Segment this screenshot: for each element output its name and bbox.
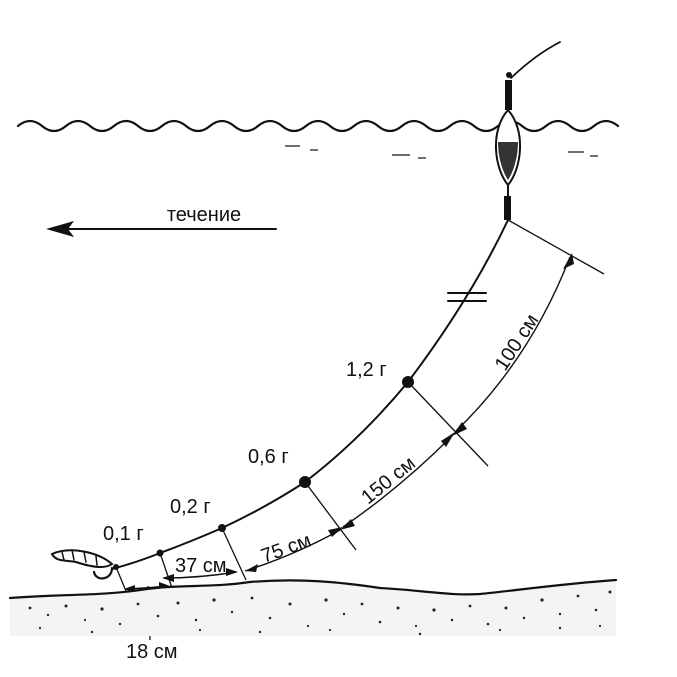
float-icon bbox=[495, 72, 521, 220]
sinker-3-label: 0,2 г bbox=[170, 496, 211, 518]
extension-line-1 bbox=[407, 381, 489, 467]
current-label: течение bbox=[167, 204, 241, 226]
current-arrow bbox=[46, 221, 277, 237]
spacing-75-label: 75 см bbox=[258, 529, 314, 567]
extension-line-4 bbox=[159, 552, 173, 589]
arrowhead-100-bottom bbox=[452, 422, 467, 436]
arrowhead-37-right bbox=[226, 568, 238, 576]
extension-line-2 bbox=[304, 481, 357, 551]
arrowhead-150-bottom bbox=[340, 519, 355, 530]
sinker-1-label: 1,2 г bbox=[346, 359, 387, 381]
water-surface bbox=[16, 119, 620, 159]
rod-line bbox=[510, 41, 561, 79]
spacing-37-label: 37 см bbox=[175, 555, 227, 577]
sinker-4-label: 0,1 г bbox=[103, 523, 144, 545]
extension-line-top bbox=[507, 219, 605, 275]
sinker-2-label: 0,6 г bbox=[248, 446, 289, 468]
arrowhead-75-top bbox=[328, 527, 343, 537]
spacing-100-label: 100 см bbox=[491, 310, 544, 375]
arrowhead-100-top bbox=[563, 253, 574, 269]
extension-line-3 bbox=[221, 527, 247, 581]
arrowhead-37-left bbox=[162, 574, 174, 582]
spacing-18-label: 18 см bbox=[126, 641, 178, 663]
swivel-mark bbox=[447, 292, 487, 302]
spacing-150-label: 150 см bbox=[357, 452, 420, 509]
river-bottom bbox=[8, 578, 618, 636]
hook-bait-icon bbox=[50, 549, 119, 580]
arrowhead-150-top bbox=[441, 432, 455, 447]
arrowhead-75-bottom bbox=[245, 564, 258, 572]
